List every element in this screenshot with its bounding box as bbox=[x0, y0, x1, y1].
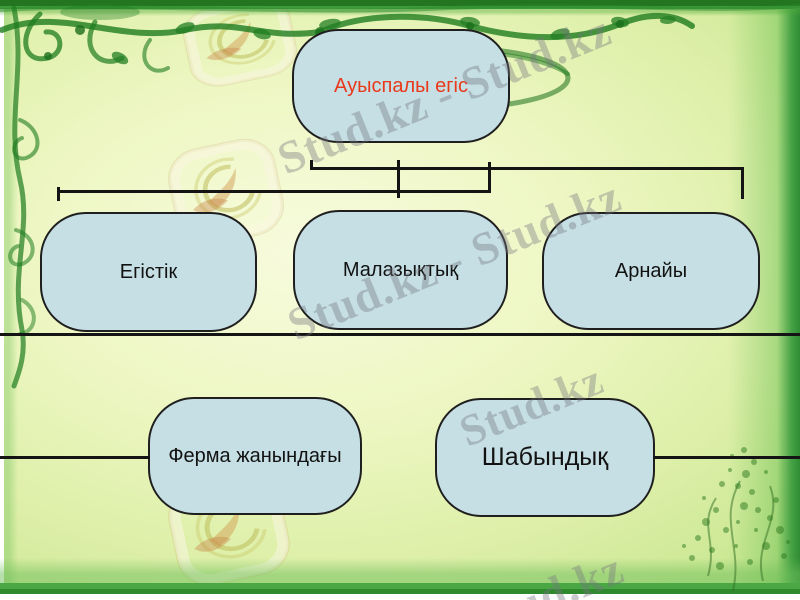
diagram-node-shabyndyq-label: Шабындық bbox=[481, 443, 609, 471]
diagram-node-shabyndyq: Шабындық bbox=[435, 398, 655, 517]
divider-full-width bbox=[0, 333, 800, 336]
connector-upper-left-tick bbox=[310, 160, 313, 170]
diagram-node-egistik-label: Егістік bbox=[119, 260, 178, 283]
connector-lower-left-drop bbox=[57, 187, 60, 201]
diagram-node-malazyqtyq-label: Малазықтық bbox=[342, 258, 459, 281]
foliage-decoration-icon bbox=[682, 447, 790, 592]
slide-bottom-border bbox=[0, 558, 800, 600]
connector-lower-horizontal bbox=[57, 190, 491, 193]
slide-left-border bbox=[0, 0, 18, 600]
diagram-node-arnaiy-label: Арнайы bbox=[614, 259, 688, 282]
diagram-node-arnaiy: Арнайы bbox=[542, 212, 760, 330]
diagram-node-ferma-label: Ферма жанындағы bbox=[168, 444, 342, 467]
bottom-row-line-left bbox=[0, 456, 150, 459]
diagram-node-ferma: Ферма жанындағы bbox=[148, 397, 362, 515]
connector-vertical-tick-b bbox=[488, 162, 491, 193]
connector-upper-horizontal bbox=[310, 167, 744, 170]
connector-upper-right-drop bbox=[741, 167, 744, 199]
diagram-node-egistik: Егістік bbox=[40, 212, 257, 332]
diagram-node-malazyqtyq: Малазықтық bbox=[293, 210, 508, 330]
studkz-hummingbird-logo-icon bbox=[172, 0, 308, 98]
slide-top-border bbox=[0, 0, 800, 16]
connector-vertical-tick-a bbox=[397, 160, 400, 198]
bottom-row-line-right bbox=[653, 456, 800, 459]
watermark-text: Stud.kz bbox=[466, 542, 631, 600]
